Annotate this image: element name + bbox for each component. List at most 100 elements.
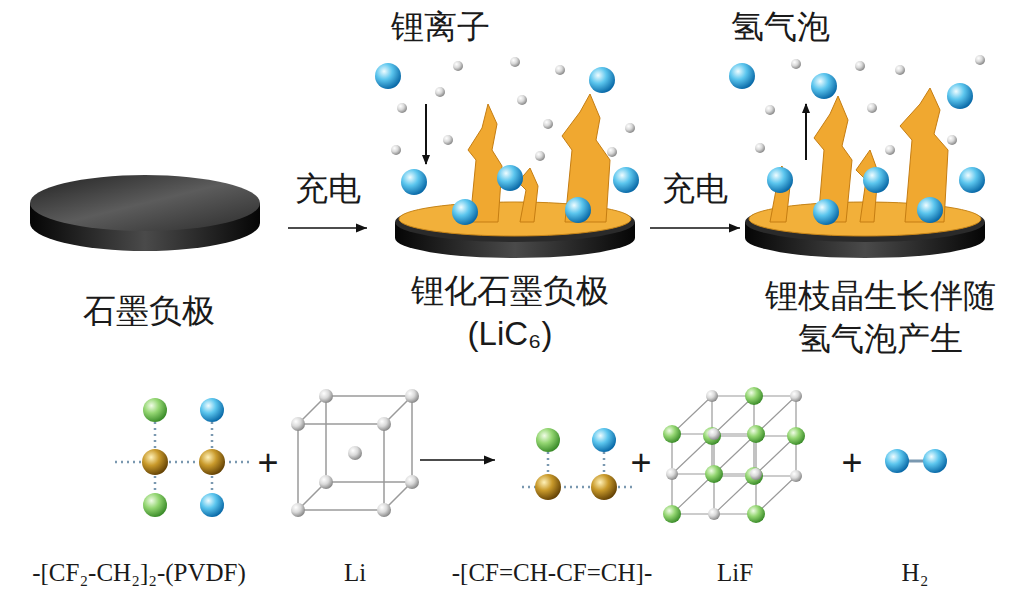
plus-sign: + [257, 440, 278, 487]
fluorine-atom [143, 493, 167, 517]
lithium-ion [729, 63, 755, 89]
lithium-atom [750, 468, 762, 480]
hydrogen-atom [923, 449, 947, 473]
lithium-atom [708, 428, 720, 440]
lithium-ion [401, 169, 427, 195]
carbon-atom [591, 474, 617, 500]
electrolyte-particle [975, 55, 985, 65]
node-label: 石墨负极 [83, 290, 215, 333]
polyene-product: -[CF=CH-CF=CH]- [495, 390, 610, 588]
reaction-arrow [650, 227, 740, 229]
hydrogen-molecule [885, 449, 947, 473]
reaction-arrow [420, 459, 495, 461]
lithium-atom [377, 503, 391, 517]
lithium-ion [375, 63, 401, 89]
electrolyte-particle [855, 61, 865, 71]
carbon-atom [142, 449, 168, 475]
lithium-ion [917, 197, 943, 223]
node-label: -[CF=CH-CF=CH]- [452, 558, 652, 588]
lithiated-anode: 锂离子锂化石墨负极 (LiC₆) [367, 6, 650, 356]
node-label: 锂化石墨负极 (LiC₆) [404, 270, 615, 356]
electrolyte-particle [947, 135, 957, 145]
node-label: -[CF₂-CH₂]₂-(PVDF) [32, 558, 246, 588]
pvdf-reactant: -[CF₂-CH₂]₂-(PVDF) [10, 390, 268, 588]
electrolyte-particle [435, 87, 445, 97]
lithium-ion [813, 199, 839, 225]
fluorine-atom [787, 427, 805, 445]
bubble-arrow [805, 104, 807, 160]
electrolyte-particle [867, 103, 877, 113]
hydrogen-product: H₂ [875, 420, 955, 588]
lithium-ion [863, 167, 889, 193]
fluorine-atom [747, 425, 765, 443]
lithium-ion [497, 165, 523, 191]
lithium-ion [613, 167, 639, 193]
lithium-reactant: Li [290, 390, 420, 588]
lithium-atom [405, 475, 419, 489]
electrolyte-particle [443, 135, 453, 145]
lif-product: LiF [660, 390, 810, 588]
fluorine-atom [143, 398, 167, 422]
lithium-atom [291, 417, 305, 431]
lithium-atom [377, 417, 391, 431]
electrolyte-particle [543, 119, 553, 129]
node-label: Li [344, 558, 366, 588]
lithium-atom [405, 389, 419, 403]
dendrite [900, 88, 948, 222]
pvdf-molecule [115, 398, 250, 517]
lithium-atom [706, 390, 718, 402]
fluorine-atom [663, 425, 681, 443]
electrolyte-particle [535, 151, 545, 161]
electrolyte-particle [895, 65, 905, 75]
lithium-lattice [291, 389, 419, 517]
hydrogen-bubbles [729, 55, 985, 225]
plus-sign: + [630, 440, 651, 487]
lithium-ions [375, 57, 639, 225]
hydrogen-atom [592, 428, 616, 452]
fluorine-atom [745, 467, 763, 485]
lithium-atom [708, 508, 720, 520]
plus-sign: + [841, 440, 862, 487]
lithium-ion [959, 167, 985, 193]
polyene-molecule [522, 428, 632, 500]
electrolyte-particle [517, 95, 527, 105]
electrolyte-particle [397, 103, 407, 113]
graphite-anode: 石墨负极 [10, 150, 288, 333]
insertion-arrow [425, 104, 427, 164]
carbon-atom [535, 474, 561, 500]
fluorine-atom [705, 465, 723, 483]
edge-label: 充电 [295, 168, 361, 211]
electrolyte-particle [625, 123, 635, 133]
lithium-ion [947, 83, 973, 109]
electrolyte-particle [555, 65, 565, 75]
node-heading: 氢气泡 [731, 6, 830, 49]
lithium-ion [589, 67, 615, 93]
electrolyte-particle [791, 59, 801, 69]
dendrite [562, 94, 610, 222]
fluorine-atom [745, 387, 763, 405]
lithium-atom [291, 503, 305, 517]
dendrite-anode: 氢气泡锂枝晶生长伴随 氢气泡产生 [740, 6, 1015, 361]
lithium-ion [452, 199, 478, 225]
electrolyte-particle [391, 145, 401, 155]
electrolyte-particle [885, 145, 895, 155]
node-label: H₂ [902, 558, 929, 588]
lithium-atom [666, 468, 678, 480]
fluorine-atom [703, 427, 721, 445]
lithium-atom [790, 390, 802, 402]
lattice-frame [672, 396, 796, 514]
lithium-atom [319, 389, 333, 403]
dendrite-disk [745, 88, 985, 258]
node-label: 锂枝晶生长伴随 氢气泡产生 [758, 275, 1002, 361]
electrolyte-particle [453, 61, 463, 71]
lithium-ion [767, 167, 793, 193]
lithium-ion [811, 73, 837, 99]
disk-top [30, 175, 260, 231]
carbon-atom [199, 449, 225, 475]
lithium-atom [790, 470, 802, 482]
hydrogen-atom [200, 493, 224, 517]
bond [115, 410, 250, 505]
graphite-disk [30, 175, 260, 251]
lithium-ion [565, 197, 591, 223]
